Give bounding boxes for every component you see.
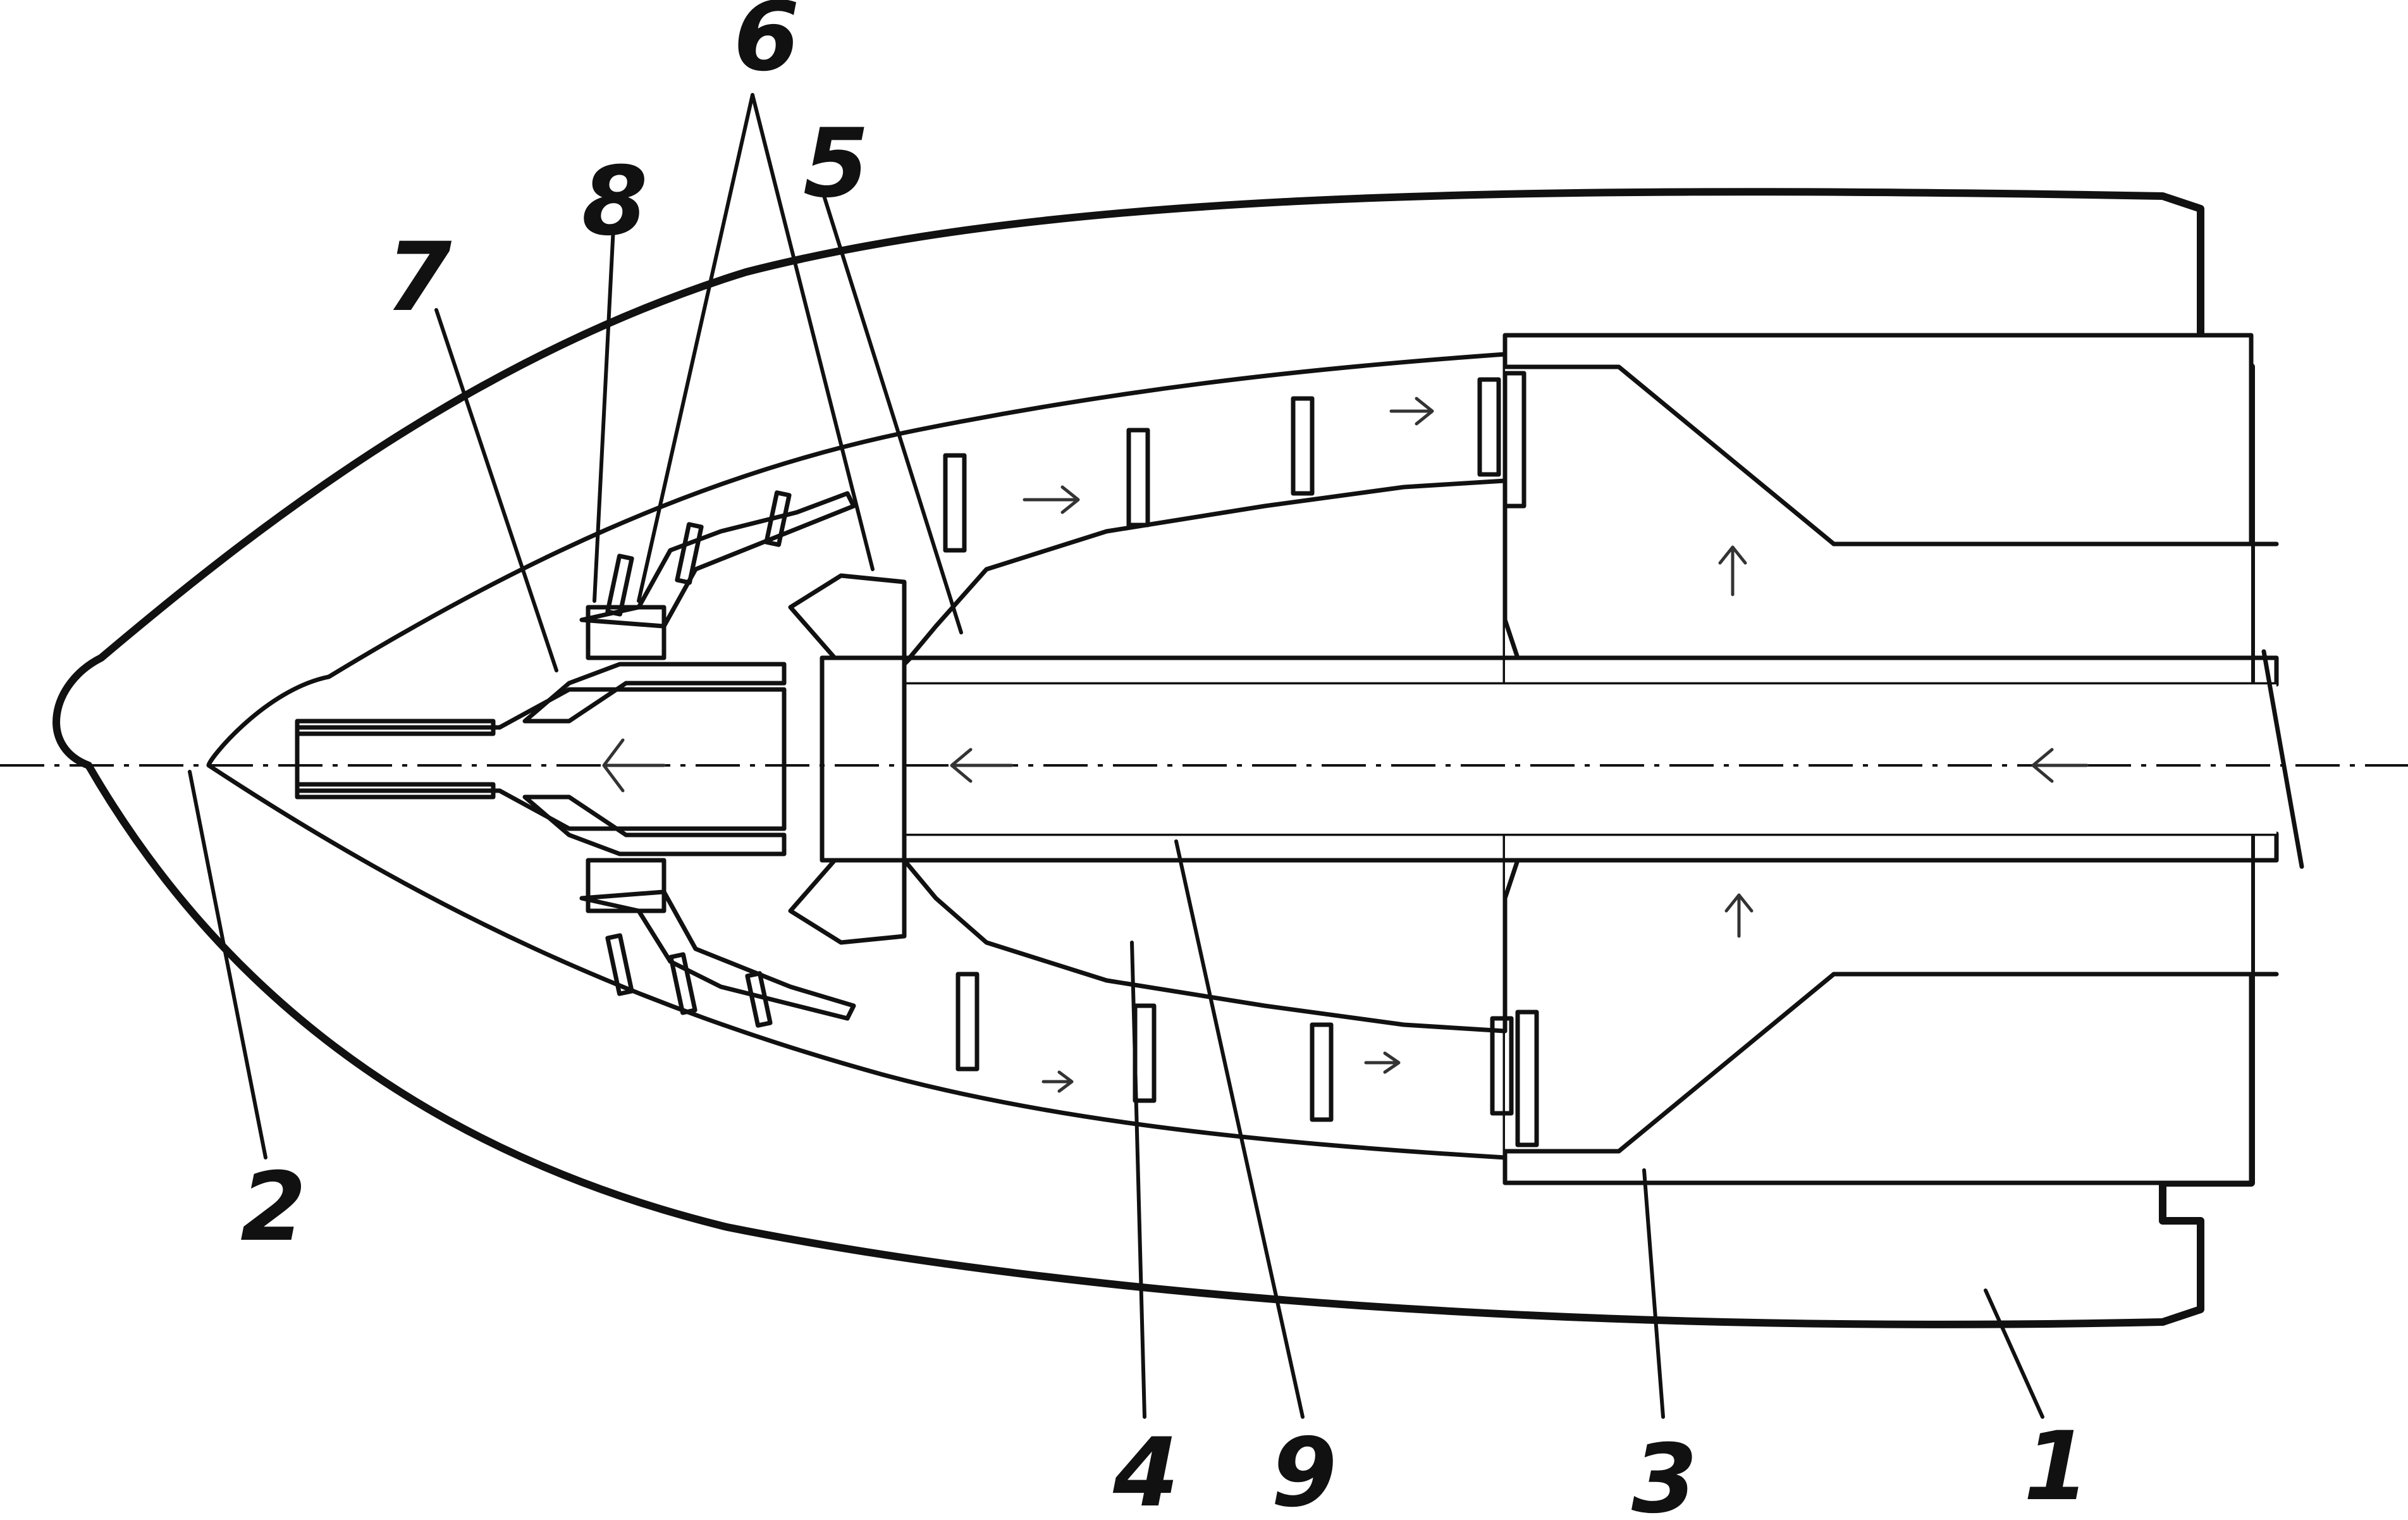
union-fitting-lower xyxy=(790,860,904,942)
flow-arrow-upper-1 xyxy=(1024,487,1078,512)
central-supply-tube xyxy=(904,652,2302,867)
fin-upper-2 xyxy=(677,524,701,583)
lower-slot-3 xyxy=(1312,1025,1331,1120)
leader-1 xyxy=(1986,1290,2042,1417)
fin-lower-3 xyxy=(747,973,770,1025)
upper-slot-2 xyxy=(1129,430,1148,525)
leader-3 xyxy=(1644,1170,1663,1417)
leader-9 xyxy=(1176,841,1303,1417)
callout-1: 1 xyxy=(2024,1412,2089,1520)
leader-8 xyxy=(594,228,613,601)
flow-arrow-lower-2 xyxy=(1366,1053,1399,1072)
upper-slot-4 xyxy=(1480,380,1499,474)
flow-arrow-upper-2 xyxy=(1391,399,1432,424)
union-fitting xyxy=(790,576,904,942)
lower-slot-2 xyxy=(1135,1006,1154,1101)
flow-arrow-lower-1 xyxy=(1043,1072,1072,1091)
lower-swirl-slots xyxy=(958,974,1537,1145)
callout-5: 5 xyxy=(803,109,869,219)
leader-4 xyxy=(1132,942,1145,1417)
leader-7 xyxy=(436,310,556,670)
callout-9: 9 xyxy=(1271,1418,1337,1520)
leader-5 xyxy=(822,190,961,633)
leader-2 xyxy=(190,772,266,1158)
fin-lower-1 xyxy=(608,936,632,994)
callout-6: 6 xyxy=(734,0,799,92)
callout-4: 4 xyxy=(1112,1418,1179,1520)
callout-2: 2 xyxy=(240,1152,306,1263)
upper-swirl-slots xyxy=(945,373,1524,550)
callout-3: 3 xyxy=(1631,1424,1697,1520)
flow-arrow-tip xyxy=(604,740,664,791)
tube-bore xyxy=(904,684,2276,834)
lower-slot-1 xyxy=(958,974,977,1069)
callout-8: 8 xyxy=(582,147,648,257)
union-fitting-upper xyxy=(790,576,904,658)
upper-slot-1 xyxy=(945,455,964,550)
swirl-core-upper xyxy=(904,481,1518,664)
callout-7: 7 xyxy=(386,223,452,333)
union-collar xyxy=(822,658,904,860)
upper-slot-3 xyxy=(1293,399,1312,493)
nozzle-tip-assembly xyxy=(297,493,854,1025)
